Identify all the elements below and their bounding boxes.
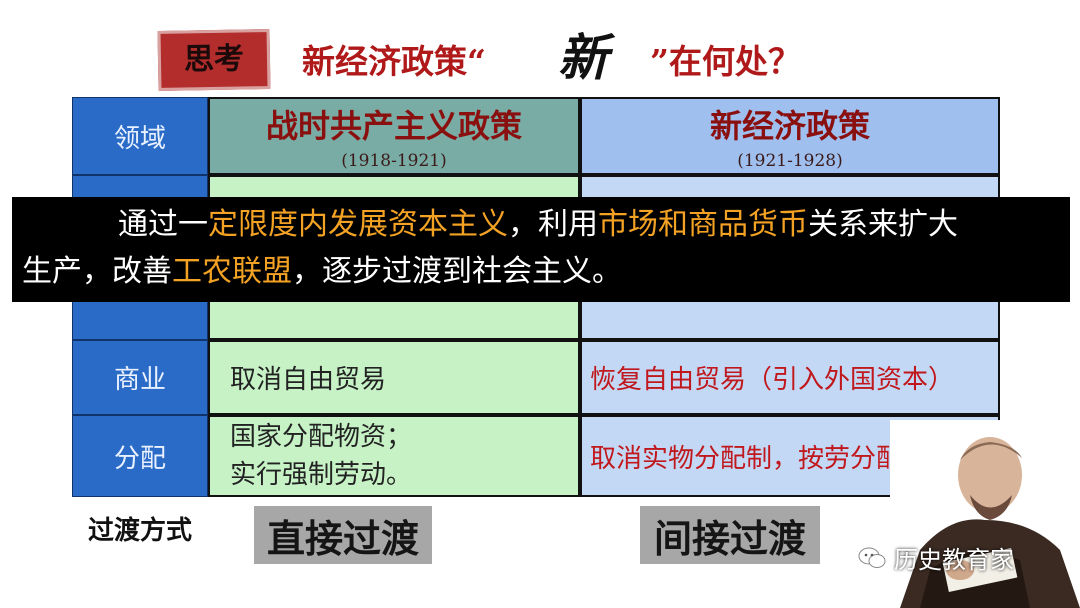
subtitle-highlight3: 工农联盟 (172, 254, 292, 289)
watermark-text: 历史教育家 (894, 546, 1014, 574)
commerce-col2-text: 恢复自由贸易（引入外国资本） (590, 365, 955, 395)
thinking-stamp: 思考 (157, 29, 271, 91)
war-communism-years: (1918-1921) (341, 151, 447, 171)
title-text-part2: ”在何处？ (650, 42, 801, 81)
direct-transition-text: 直接过渡 (266, 515, 419, 561)
watermark: 历史教育家 (858, 540, 1014, 575)
nep-header: 新经济政策 (1921-1928) (580, 97, 1000, 175)
nep-title: 新经济政策 (709, 107, 870, 145)
war-communism-header: 战时共产主义政策 (1918-1921) (208, 97, 580, 175)
distribution-col1-line1: 国家分配物资； (230, 422, 413, 452)
subtitle-highlight2: 市场和商品货币 (598, 207, 808, 242)
commerce-col1-text: 取消自由贸易 (230, 365, 387, 395)
commerce-field-cell: 商业 (72, 340, 208, 415)
indirect-transition-box: 间接过渡 (640, 506, 820, 564)
distribution-field-cell: 分配 (72, 415, 208, 497)
subtitle-highlight1: 定限度内发展资本主义 (208, 207, 508, 242)
field-header-label: 领域 (113, 123, 166, 154)
commerce-col2-cell: 恢复自由贸易（引入外国资本） (580, 340, 1000, 415)
commerce-col1-cell: 取消自由贸易 (208, 340, 580, 415)
portrait-illustration (890, 420, 1080, 608)
direct-transition-box: 直接过渡 (254, 506, 432, 564)
title-text-part1: 新经济政策“ (302, 42, 486, 81)
distribution-col2-text: 取消实物分配制，按劳分配 (590, 443, 903, 474)
distribution-col1-line2: 实行强制劳动。 (230, 460, 413, 490)
subtitle-line1: 通过一定限度内发展资本主义，利用市场和商品货币关系来扩大 (22, 201, 1060, 248)
nep-years: (1921-1928) (737, 151, 843, 171)
indirect-transition-text: 间接过渡 (653, 515, 806, 561)
subtitle-seg2: ，利用 (508, 207, 598, 242)
war-communism-title: 战时共产主义政策 (265, 107, 522, 145)
subtitle-seg1: 通过一 (118, 207, 208, 242)
subtitle-line2: 生产，改善工农联盟，逐步过渡到社会主义。 (22, 248, 1060, 295)
field-header-cell: 领域 (72, 97, 208, 175)
commerce-field-label: 商业 (113, 365, 166, 395)
wechat-icon (858, 547, 886, 568)
subtitle-seg4: 生产，改善 (22, 254, 172, 289)
distribution-col1-cell: 国家分配物资； 实行强制劳动。 (208, 415, 580, 497)
distribution-field-label: 分配 (113, 443, 166, 474)
subtitle-seg3: 关系来扩大 (808, 207, 958, 242)
subtitle-overlay: 通过一定限度内发展资本主义，利用市场和商品货币关系来扩大 生产，改善工农联盟，逐… (12, 197, 1070, 302)
title-emphasis-new: 新 (558, 28, 608, 87)
transition-label: 过渡方式 (88, 516, 193, 546)
subtitle-seg5: ，逐步过渡到社会主义。 (292, 254, 622, 289)
